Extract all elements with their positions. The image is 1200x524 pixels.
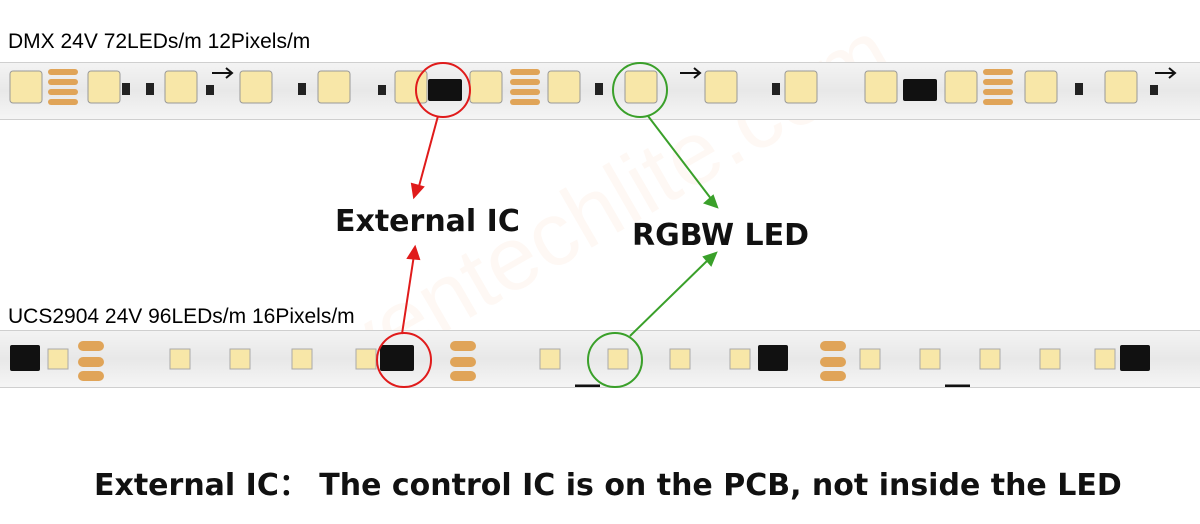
ic-chip-icon (758, 345, 788, 371)
led-package-icon (859, 348, 881, 370)
led-package-icon (239, 70, 273, 104)
ic-chip-icon (903, 79, 937, 101)
external-ic-arrow-top (417, 115, 439, 191)
led-package-icon (87, 70, 121, 104)
top-strip-components (9, 67, 1177, 105)
caption-text: External IC： The control IC is on the PC… (94, 468, 1122, 503)
led-package-icon (317, 70, 351, 104)
direction-arrow-icon (680, 67, 702, 79)
external-ic-callout: External IC (335, 204, 520, 239)
led-package-icon (164, 70, 198, 104)
ic-chip-icon (1120, 345, 1150, 371)
led-package-icon (169, 348, 191, 370)
led-package-icon (624, 70, 658, 104)
direction-arrow-icon (1155, 67, 1177, 79)
led-package-icon (355, 348, 377, 370)
led-package-icon (394, 70, 428, 104)
led-package-icon (729, 348, 751, 370)
led-package-icon (469, 70, 503, 104)
bottom-strip-graphic (10, 341, 1150, 387)
led-package-icon (669, 348, 691, 370)
rgbw-led-callout: RGBW LED (632, 218, 809, 253)
top-led-strip (0, 62, 1200, 120)
rgbw-led-arrow-bottom (629, 257, 711, 337)
led-package-icon (864, 70, 898, 104)
led-package-icon (539, 348, 561, 370)
led-package-icon (944, 70, 978, 104)
led-package-icon (229, 348, 251, 370)
led-package-icon (979, 348, 1001, 370)
ic-chip-icon (10, 345, 40, 371)
led-package-icon (607, 348, 629, 370)
bottom-strip-label: UCS2904 24V 96LEDs/m 16Pixels/m (8, 305, 355, 328)
led-package-icon (1104, 70, 1138, 104)
led-package-icon (291, 348, 313, 370)
led-package-icon (704, 70, 738, 104)
ic-chip-icon (380, 345, 414, 371)
ic-chip-icon (428, 79, 462, 101)
led-package-icon (9, 70, 43, 104)
bottom-led-strip (0, 330, 1200, 388)
led-package-icon (919, 348, 941, 370)
led-package-icon (784, 70, 818, 104)
led-package-icon (547, 70, 581, 104)
led-package-icon (1094, 348, 1116, 370)
direction-arrow-icon (212, 67, 234, 79)
top-strip-label: DMX 24V 72LEDs/m 12Pixels/m (8, 30, 311, 53)
top-strip-graphic (9, 67, 1177, 105)
led-package-icon (1039, 348, 1061, 370)
led-package-icon (1024, 70, 1058, 104)
led-package-icon (47, 348, 69, 370)
